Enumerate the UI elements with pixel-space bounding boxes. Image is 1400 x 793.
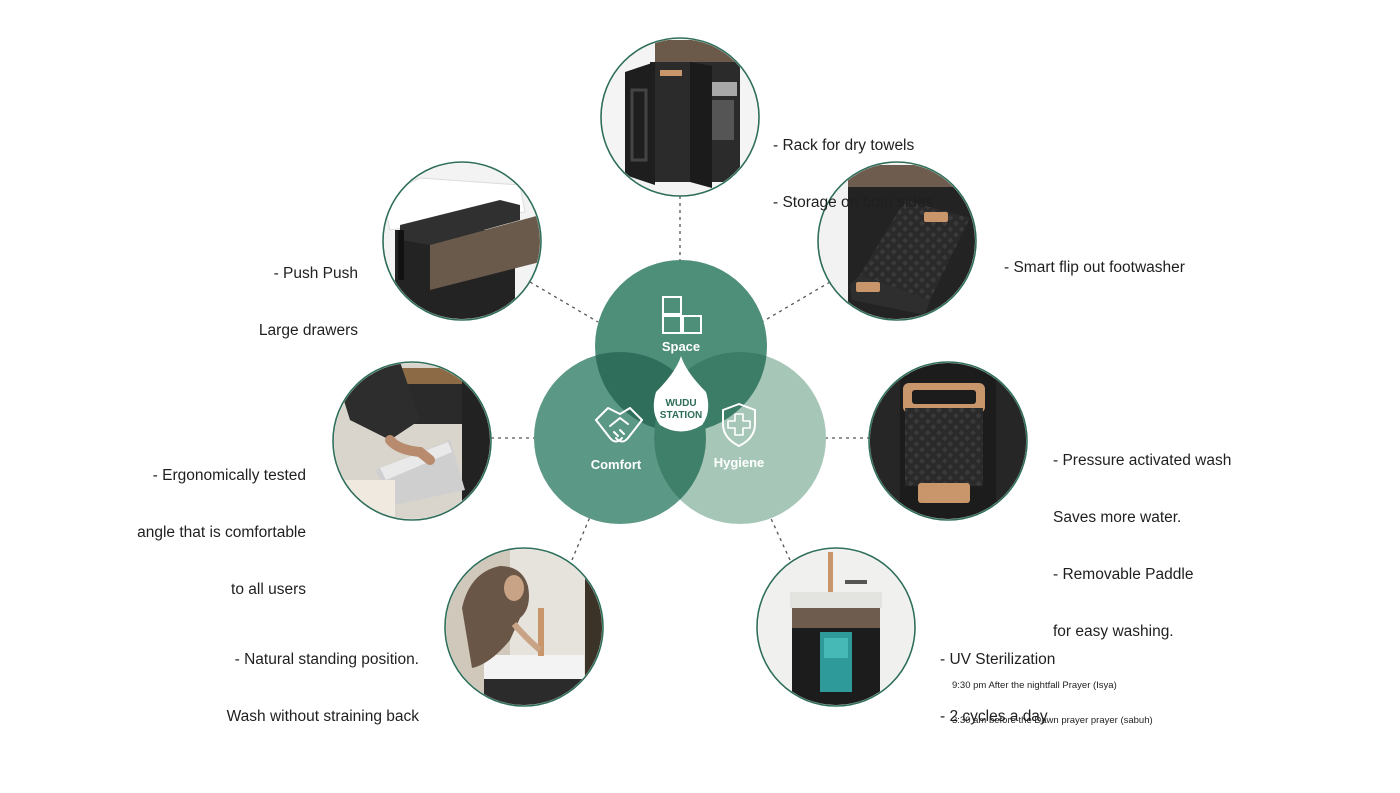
uv-line-1: - UV Sterilization [940,651,1056,668]
paddle-label: - Pressure activated wash Saves more wat… [1053,413,1231,660]
feature-image-uv [756,547,916,707]
uv-note-line-1: 9:30 pm After the nightfall Prayer (Isya… [952,680,1117,691]
standing-label: - Natural standing position. Wash withou… [227,612,419,745]
feature-image-ergonomic [332,361,492,521]
boxes-icon [662,296,702,334]
paddle-line-2: Saves more water. [1053,509,1182,526]
connector-upper-left [529,281,599,323]
connector-upper-right [761,281,831,323]
connector-lower-left [571,511,593,561]
paddle-line-4: for easy washing. [1053,623,1174,640]
uv-sterilizer-icon [758,549,914,705]
connector-lines [491,196,870,561]
standing-line-2: Wash without straining back [226,708,419,725]
drawers-line-1: - Push Push [273,265,358,282]
uv-note-line-2: 3:30 am before the Dawn prayer prayer (s… [952,714,1153,726]
ergonomic-line-3: to all users [231,581,306,598]
paddle-line-1: - Pressure activated wash [1053,452,1232,469]
feature-image-paddle [868,361,1028,521]
comfort-label: Comfort [591,457,642,472]
cabinet-open-icon [602,39,758,195]
drawers-line-2: Large drawers [258,322,358,339]
towel-rack-line-2: - Storage on both sides [773,194,934,211]
center-title-line2: STATION [660,410,702,421]
uv-line-2: - 2 cycles a day [940,708,1048,725]
venn-core: Space Comfort Hygiene WUDU STATION [534,260,826,524]
center-white-shape [653,356,709,432]
hygiene-label: Hygiene [714,455,765,470]
ergonomic-label: - Ergonomically tested angle that is com… [137,428,306,618]
feature-image-towel-rack [600,37,760,197]
handshake-icon [595,407,643,443]
feature-image-drawers [382,161,542,321]
uv-schedule-note: 9:30 pm After the nightfall Prayer (Isya… [952,657,1153,738]
standing-line-1: - Natural standing position. [234,651,419,668]
feature-image-standing [444,547,604,707]
center-title-line1: WUDU [665,398,696,409]
towel-rack-line-1: - Rack for dry towels [773,137,915,154]
pressure-paddle-icon [870,363,1026,519]
connector-lower-right [767,511,791,561]
footwasher-label: - Smart flip out footwasher [1004,220,1185,296]
drawers-label: - Push Push Large drawers [259,226,358,359]
paddle-line-3: - Removable Paddle [1053,566,1194,583]
drawer-icon [384,163,540,319]
shield-cross-icon [722,403,756,447]
uv-label: - UV Sterilization - 2 cycles a day [940,612,1055,745]
towel-rack-label: - Rack for dry towels - Storage on both … [773,98,933,231]
ergonomic-line-1: - Ergonomically tested [152,467,306,484]
space-label: Space [662,339,700,354]
ergonomic-line-2: angle that is comfortable [137,524,306,541]
footwasher-line-1: - Smart flip out footwasher [1004,259,1185,276]
